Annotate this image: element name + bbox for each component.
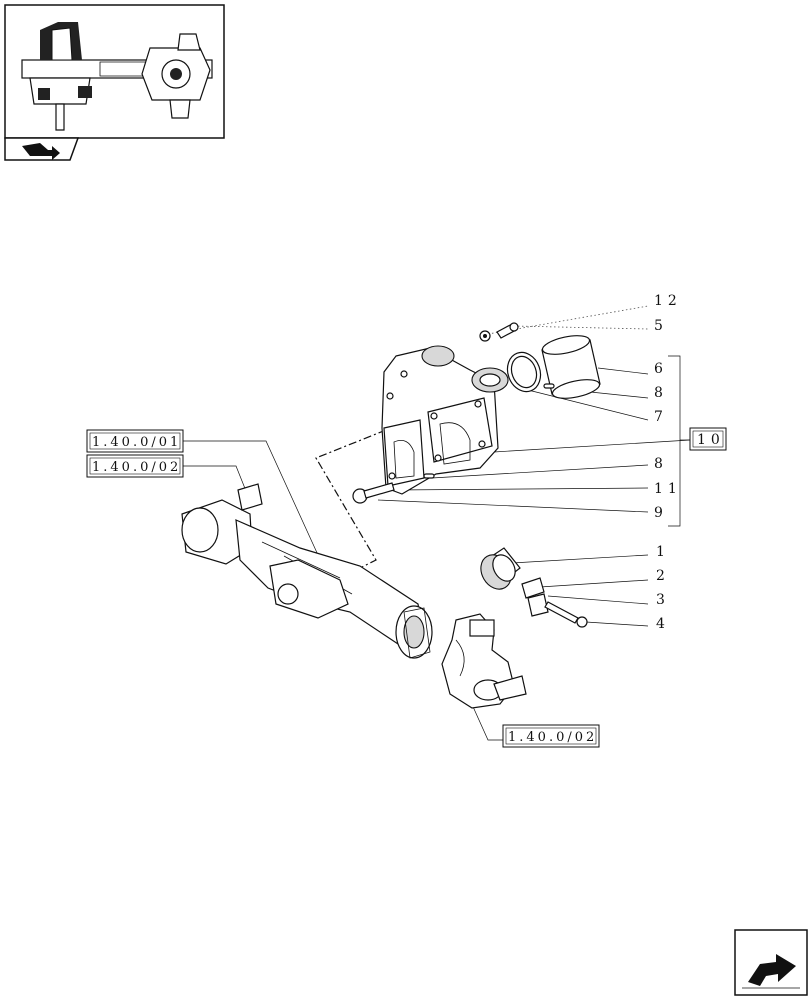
pin-part-8 — [543, 383, 555, 389]
callout-8: 8 — [654, 456, 668, 472]
return-arrow-icon[interactable] — [734, 929, 808, 996]
steering-knuckle-assembly — [441, 613, 527, 709]
bushing-part-6 — [541, 335, 601, 399]
callout-1: 1 — [656, 544, 670, 560]
callout-9: 9 — [654, 505, 668, 521]
seal-ring-part-7 — [506, 351, 542, 393]
pin-part-8-lower — [423, 473, 435, 479]
reference-link-2[interactable]: 1.40.0/02 — [86, 454, 184, 478]
callout-7: 7 — [654, 409, 668, 425]
callout-12: 12 — [654, 293, 682, 309]
callout-2: 2 — [656, 568, 670, 584]
callout-8: 8 — [654, 385, 668, 401]
front-axle-assembly — [181, 483, 433, 659]
callout-6: 6 — [654, 361, 668, 377]
pivot-support-housing — [381, 345, 509, 495]
lock-plate-part-2 — [521, 577, 549, 617]
thrust-ring-part-1 — [480, 547, 521, 590]
reference-link-3[interactable]: 1.40.0/02 — [502, 724, 600, 748]
bolt-part-4 — [544, 601, 588, 628]
callout-4: 4 — [656, 616, 670, 632]
leader-lines — [377, 305, 691, 627]
bolt-part-9 — [352, 482, 395, 504]
callout-11: 11 — [654, 481, 682, 497]
callout-labels: 12 5 6 8 7 8 11 9 1 2 3 4 — [654, 293, 682, 632]
washer-part-12 — [479, 330, 491, 342]
thumbnail-axle-drawing — [21, 22, 213, 131]
overview-thumbnail[interactable] — [4, 4, 225, 161]
kit-label: 10 — [697, 432, 725, 448]
callout-5: 5 — [654, 318, 668, 334]
callout-3: 3 — [656, 592, 670, 608]
kit-label-box: 10 — [689, 427, 727, 451]
bolt-part-5 — [496, 322, 519, 339]
reference-label: 1.40.0/02 — [92, 460, 181, 475]
reference-label: 1.40.0/01 — [92, 435, 181, 450]
reference-label: 1.40.0/02 — [508, 730, 597, 745]
reference-link-1[interactable]: 1.40.0/01 — [86, 429, 184, 453]
book-arrow-icon — [22, 143, 60, 160]
